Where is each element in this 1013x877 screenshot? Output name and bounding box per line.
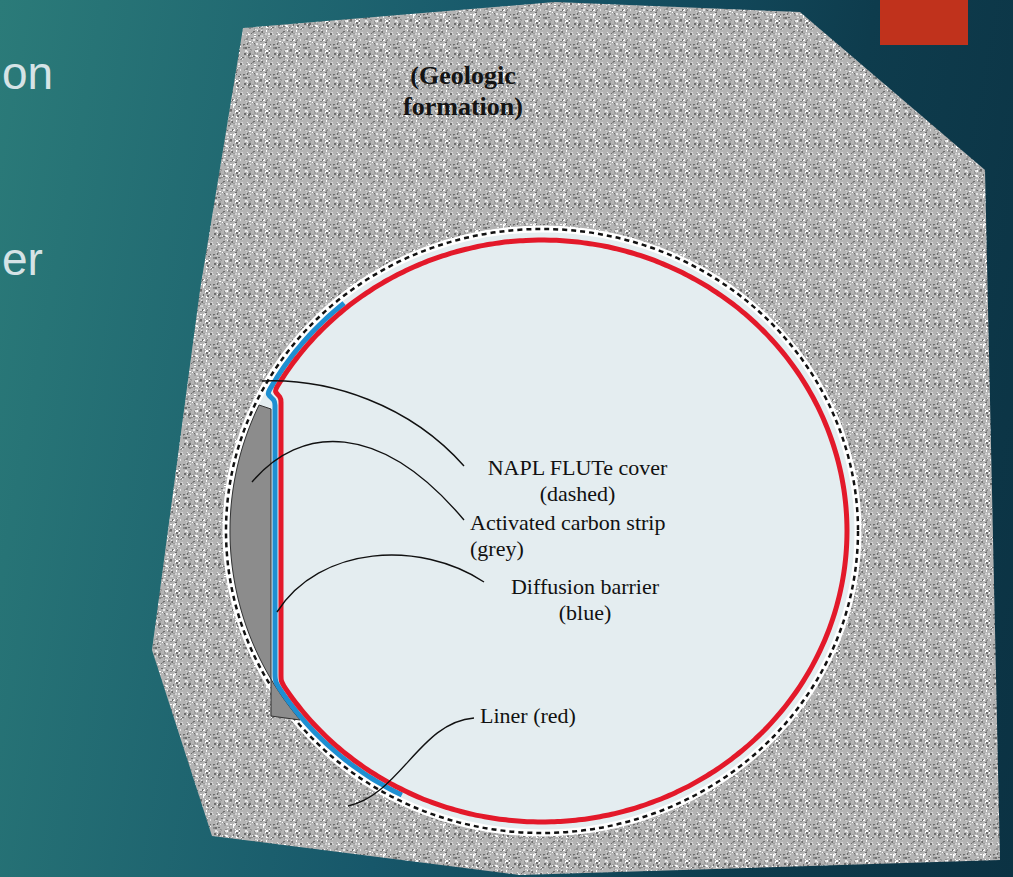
- part-label: NAPL FLUTe cover (dashed): [470, 455, 685, 508]
- leader-line: [348, 718, 474, 806]
- formation-region: (Geologic formation): [140, 0, 1010, 877]
- napl-cover: [226, 229, 858, 833]
- leader-line: [252, 441, 464, 520]
- liner: [276, 240, 847, 822]
- formation-outline: [152, 2, 1000, 875]
- region-label: (Geologic formation): [383, 60, 543, 122]
- slide-text: er: [2, 232, 122, 287]
- accent-bar: [880, 0, 968, 45]
- diffusion-barrier: [268, 303, 402, 795]
- part-label: Liner (red): [480, 703, 640, 729]
- part-label: Activated carbon strip (grey): [470, 510, 670, 563]
- borehole: [226, 229, 858, 833]
- slide-text: on: [2, 46, 122, 101]
- formation-illustration: [140, 0, 1010, 877]
- part-label: Diffusion barrier (blue): [490, 574, 680, 627]
- leader-line: [262, 381, 464, 466]
- leader-line: [277, 555, 484, 612]
